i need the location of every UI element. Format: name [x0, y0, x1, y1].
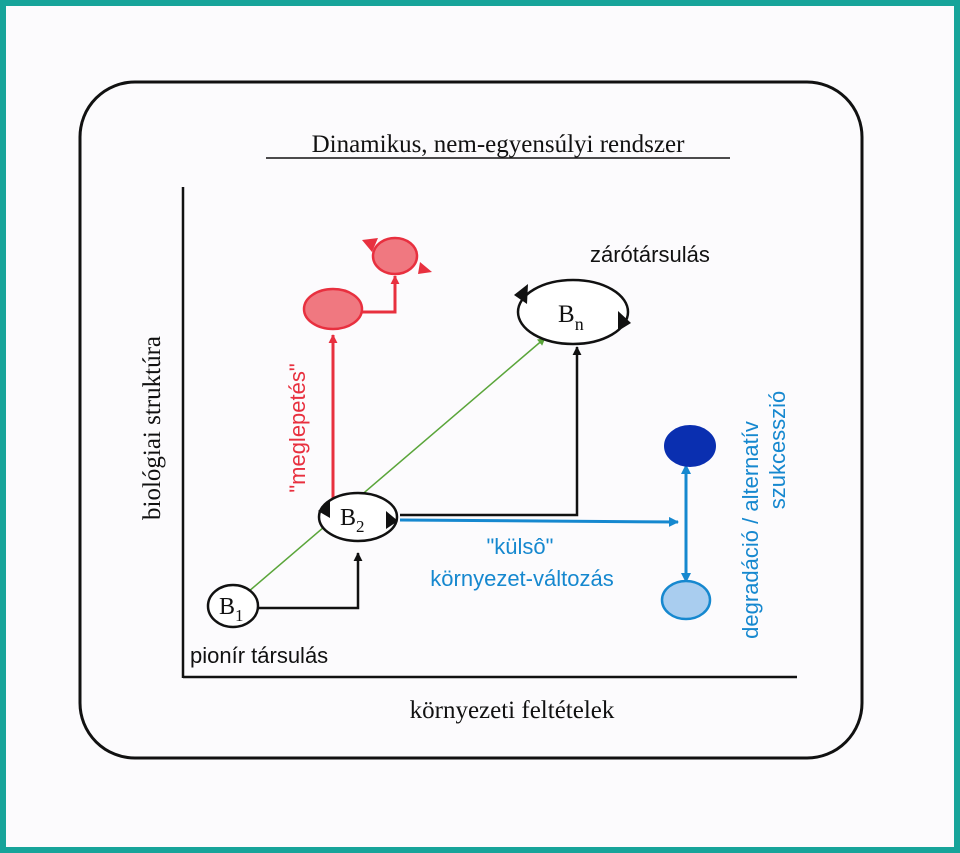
- external-change-label-line1: "külsô": [487, 534, 554, 559]
- x-axis-label: környezeti feltételek: [410, 697, 615, 724]
- surprise-label: "meglepetés": [285, 363, 310, 492]
- node-bn-letter: Bn: [558, 301, 584, 334]
- node-b1-letter: B1: [219, 594, 244, 625]
- node-bn-cycle-marker-left: [514, 284, 528, 304]
- external-change-label-line2: környezet-változás: [430, 566, 613, 591]
- surprise-state-1: [302, 287, 364, 331]
- paper-background: [6, 6, 954, 847]
- pioneer-community-label: pionír társulás: [190, 643, 328, 668]
- y-axis-label: biológiai struktúra: [139, 336, 166, 520]
- degraded-state-dark: [664, 425, 716, 467]
- node-b2: [317, 491, 399, 543]
- climax-community-label: zárótársulás: [590, 242, 710, 267]
- external-change-arrow: [399, 516, 679, 527]
- node-bn: [516, 278, 630, 346]
- degradation-label-line2: szukcesszió: [765, 391, 790, 510]
- node-b2-cycle-marker-left: [318, 501, 330, 518]
- node-b1: [206, 583, 260, 629]
- surprise-cycle-marker-right: [418, 262, 432, 274]
- arrow-b1-to-b2: [258, 552, 363, 610]
- diagonal-trend-arrow: [247, 337, 546, 593]
- surprise-state-2: [371, 236, 419, 276]
- degradation-label-line1: degradáció / alternatív: [738, 421, 763, 639]
- arrow-b2-to-bn: [400, 346, 582, 517]
- node-b2-letter: B2: [340, 505, 365, 536]
- diagram-title: Dinamikus, nem-egyensúlyi rendszer: [312, 131, 685, 158]
- rounded-frame: [78, 80, 864, 760]
- node-b2-cycle-marker-right: [386, 511, 398, 529]
- surprise-arrow-2: [362, 275, 400, 314]
- node-bn-cycle-marker-right: [618, 311, 631, 331]
- degraded-state-light: [660, 579, 712, 621]
- surprise-cycle-marker-left: [362, 238, 378, 252]
